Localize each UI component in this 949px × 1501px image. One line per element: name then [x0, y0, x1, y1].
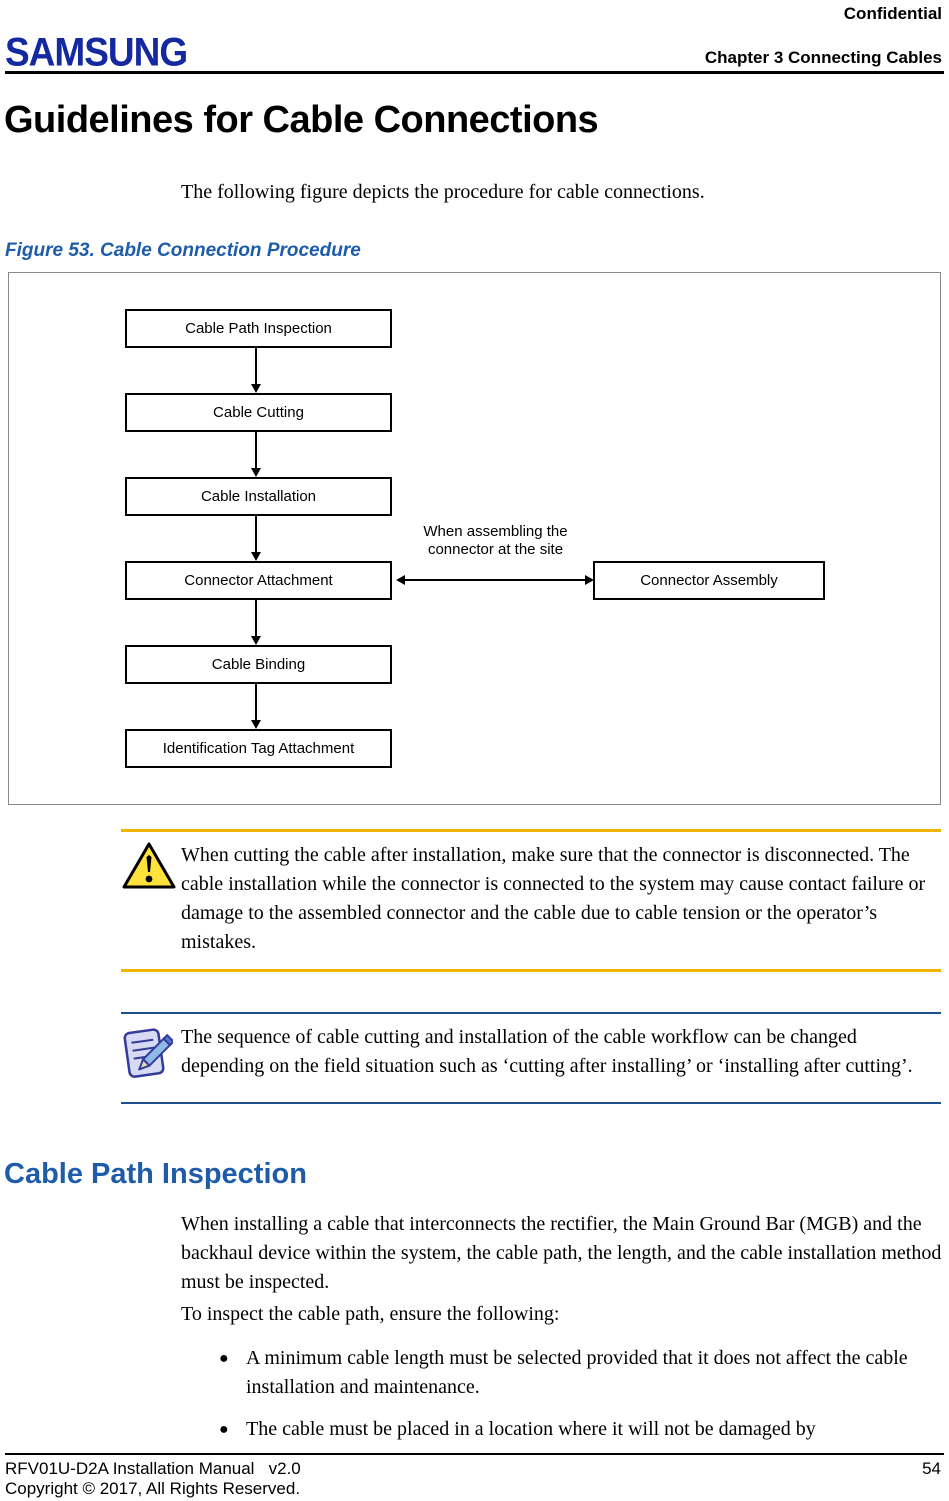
bullet-icon: ● [219, 1421, 229, 1438]
list-item: ● A minimum cable length must be selecte… [219, 1344, 931, 1402]
footer-manual-info: RFV01U-D2A Installation Manual v2.0 [5, 1459, 301, 1478]
flow-node-identification-tag-attachment: Identification Tag Attachment [125, 729, 392, 768]
header-divider [5, 71, 944, 74]
figure-caption: Figure 53. Cable Connection Procedure [5, 240, 361, 261]
down-arrow-icon [251, 600, 261, 645]
section-paragraph-2: To inspect the cable path, ensure the fo… [181, 1303, 560, 1325]
note-text: The sequence of cable cutting and instal… [181, 1026, 913, 1077]
double-arrow-icon [396, 575, 594, 585]
list-item: ● The cable must be placed in a location… [219, 1415, 931, 1444]
down-arrow-icon [251, 432, 261, 477]
arrow-condition-label: When assembling the connector at the sit… [423, 523, 568, 558]
footer-divider [5, 1453, 944, 1455]
warning-triangle-icon [121, 841, 181, 957]
intro-paragraph: The following figure depicts the procedu… [181, 181, 705, 203]
confidential-label: Confidential [843, 4, 942, 23]
page-title: Guidelines for Cable Connections [4, 99, 599, 141]
flow-node-cable-binding: Cable Binding [125, 645, 392, 684]
footer-copyright: Copyright © 2017, All Rights Reserved. [5, 1479, 301, 1498]
warning-callout: When cutting the cable after installatio… [121, 829, 941, 972]
section-heading: Cable Path Inspection [4, 1158, 307, 1190]
flow-node-cable-installation: Cable Installation [125, 477, 392, 516]
flow-node-cable-path-inspection: Cable Path Inspection [125, 309, 392, 348]
down-arrow-icon [251, 348, 261, 393]
flow-node-connector-assembly: Connector Assembly [593, 561, 825, 600]
down-arrow-icon [251, 684, 261, 729]
notepad-pencil-icon [121, 1023, 181, 1088]
samsung-logo: SAMSUNG [5, 30, 188, 75]
flow-node-cable-cutting: Cable Cutting [125, 393, 392, 432]
bullet-icon: ● [219, 1350, 229, 1367]
flow-node-connector-attachment: Connector Attachment [125, 561, 392, 600]
warning-text: When cutting the cable after installatio… [181, 844, 926, 953]
down-arrow-icon [251, 516, 261, 561]
page-number: 54 [922, 1459, 941, 1478]
figure-frame: Cable Path Inspection Cable Cutting Cabl… [8, 272, 941, 805]
note-callout: The sequence of cable cutting and instal… [121, 1012, 941, 1104]
chapter-header: Chapter 3 Connecting Cables [704, 48, 942, 67]
section-paragraph-1: When installing a cable that interconnec… [181, 1213, 942, 1293]
bullet-list: ● A minimum cable length must be selecte… [219, 1344, 931, 1457]
